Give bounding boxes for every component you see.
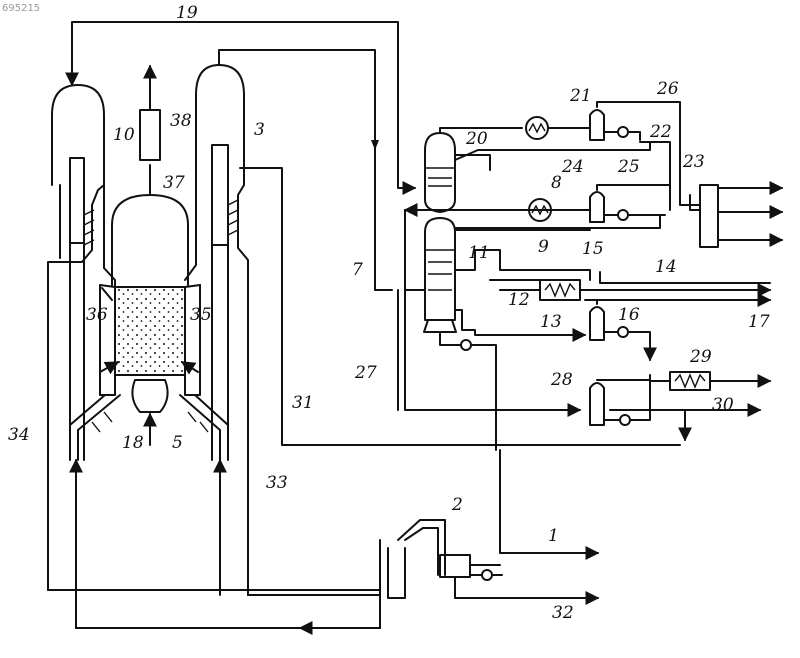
label-33: 33 <box>266 473 288 493</box>
label-19: 19 <box>176 3 198 23</box>
column-lower <box>425 218 455 320</box>
drum-21 <box>590 110 604 140</box>
label-26: 26 <box>656 79 679 99</box>
label-24: 24 <box>561 157 584 177</box>
label-37: 37 <box>163 173 185 193</box>
flue-gas-unit <box>140 110 160 160</box>
bottom-cone <box>132 380 167 412</box>
label-11: 11 <box>468 243 490 263</box>
label-22: 22 <box>649 122 672 142</box>
label-28: 28 <box>550 370 573 390</box>
label-14: 14 <box>655 257 677 277</box>
column-upper <box>425 133 455 212</box>
heater-2 <box>380 450 598 628</box>
label-1: 1 <box>548 526 559 546</box>
label-27: 27 <box>354 363 377 383</box>
label-29: 29 <box>689 347 712 367</box>
label-30: 30 <box>712 395 734 415</box>
label-38: 38 <box>170 111 192 131</box>
drum-16 <box>590 307 604 340</box>
label-10: 10 <box>113 125 135 145</box>
label-5: 5 <box>172 433 183 453</box>
label-2: 2 <box>451 495 463 515</box>
label-8: 8 <box>551 173 562 193</box>
cooler-20 <box>526 117 548 139</box>
label-34: 34 <box>8 425 30 445</box>
right-separator-vessel <box>196 65 248 460</box>
catalyst-bed <box>115 287 185 375</box>
label-23: 23 <box>682 152 705 172</box>
separator-unit-23 <box>700 185 718 247</box>
label-9: 9 <box>538 237 549 257</box>
label-20: 20 <box>465 129 488 149</box>
regenerator-dome <box>112 195 188 285</box>
label-36: 36 <box>86 305 108 325</box>
watermark-text: 695215 <box>2 3 40 14</box>
label-25: 25 <box>617 157 640 177</box>
label-18: 18 <box>122 433 144 453</box>
drum-8 <box>590 192 604 222</box>
right-riser-pipe <box>212 145 228 245</box>
label-13: 13 <box>540 312 562 332</box>
label-3: 3 <box>254 120 265 140</box>
drum-28 <box>590 383 604 425</box>
label-32: 32 <box>552 603 574 623</box>
label-12: 12 <box>508 290 530 310</box>
label-15: 15 <box>582 239 604 259</box>
label-31: 31 <box>292 393 314 413</box>
label-16: 16 <box>618 305 640 325</box>
label-17: 17 <box>748 312 770 332</box>
label-21: 21 <box>569 86 592 106</box>
label-7: 7 <box>352 260 363 280</box>
label-35: 35 <box>190 305 212 325</box>
left-riser-pipe <box>70 158 84 243</box>
reactor-assembly <box>48 65 380 595</box>
